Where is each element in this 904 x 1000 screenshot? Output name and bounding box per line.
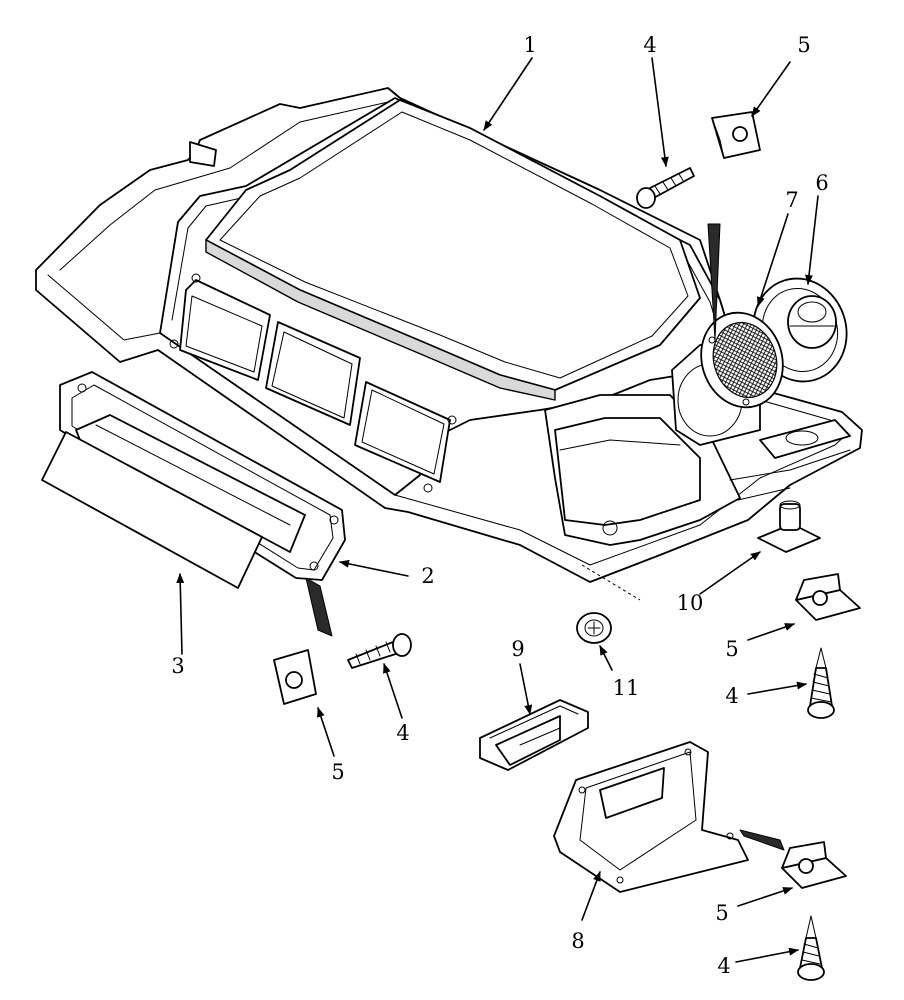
clip-nut-top-part-5 [711, 111, 761, 159]
pointer-wedge-right [739, 829, 785, 851]
speaker-grille-part-7 [700, 223, 784, 409]
callout-5-right-bottom: 5 [715, 901, 728, 925]
clip-nut-right-bottom-part-5 [781, 841, 847, 889]
screw-right-mid-part-4 [807, 647, 835, 719]
callout-5-right-mid: 5 [725, 637, 738, 661]
callout-labels: 1 2 3 4 4 4 4 5 5 5 5 6 7 8 9 10 11 [171, 33, 828, 978]
callout-4-left: 4 [396, 721, 409, 745]
callout-8: 8 [571, 929, 584, 953]
callout-3: 3 [171, 654, 184, 678]
callout-6: 6 [815, 171, 828, 195]
callout-4-top: 4 [643, 33, 656, 57]
tray-part-8 [553, 741, 749, 893]
callout-11: 11 [613, 676, 640, 700]
callout-9: 9 [511, 637, 524, 661]
roof-console-part-1 [35, 87, 863, 583]
screw-left-part-4 [347, 633, 412, 669]
clip-part-10 [757, 500, 821, 553]
holder-part-9 [479, 699, 589, 771]
callout-4-right-bottom: 4 [717, 954, 730, 978]
callout-7: 7 [785, 188, 798, 212]
callout-1: 1 [523, 33, 536, 57]
pointer-wedge-left [305, 577, 333, 637]
screw-right-bottom-part-4 [797, 915, 825, 981]
clip-nut-left-part-5 [273, 649, 317, 705]
vent-panel-part-3 [41, 414, 306, 589]
clip-nut-right-mid-part-5 [795, 573, 861, 621]
leader-lines [176, 57, 819, 963]
callout-2: 2 [421, 564, 434, 588]
callout-4-right-mid: 4 [725, 684, 738, 708]
grommet-part-11 [576, 564, 641, 644]
callout-5-top: 5 [797, 33, 810, 57]
screw-top-part-4 [636, 167, 695, 209]
callout-10: 10 [677, 591, 704, 615]
callout-5-left: 5 [331, 760, 344, 784]
